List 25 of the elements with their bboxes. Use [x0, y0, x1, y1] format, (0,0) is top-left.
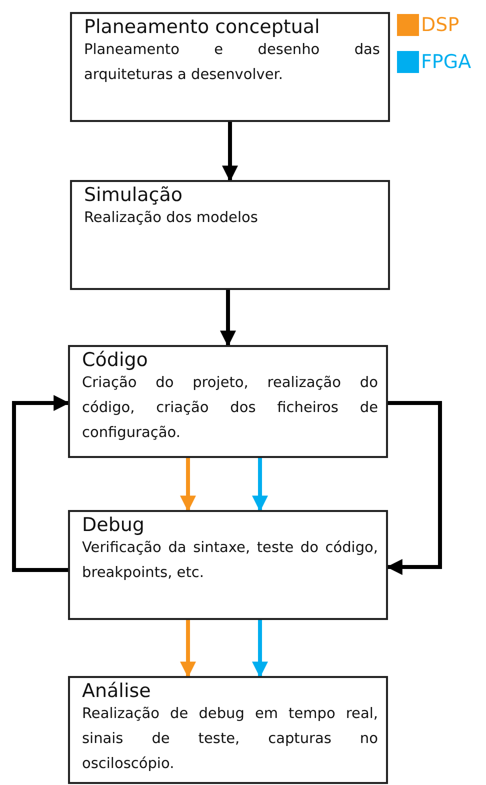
arrow	[180, 458, 196, 512]
legend-label: FPGA	[421, 51, 472, 73]
arrow	[252, 458, 268, 512]
process-box	[70, 180, 390, 290]
arrow	[386, 401, 442, 575]
box-heading: Simulação	[84, 184, 184, 206]
arrow	[222, 122, 238, 182]
legend-label: DSP	[421, 14, 460, 36]
box-description: Planeamento e desenho das arquiteturas a desenvolver.	[84, 41, 380, 85]
process-box	[68, 676, 388, 784]
arrow	[252, 620, 268, 678]
arrow	[12, 395, 70, 572]
process-box	[68, 510, 388, 620]
box-description: Realização de debug em tempo real, sinais de teste, capturas no osciloscópio.	[82, 705, 378, 774]
arrow	[180, 620, 196, 678]
process-box	[70, 12, 390, 122]
arrow	[220, 290, 236, 347]
process-box	[68, 345, 388, 458]
box-description: Realização dos modelos	[84, 209, 259, 228]
box-heading: Análise	[82, 680, 152, 702]
box-description: Verificação da sintaxe, teste do código, breakpoints, etc.	[82, 539, 378, 583]
box-heading: Código	[82, 349, 149, 371]
box-description: Criação do projeto, realização do código, criação dos ficheiros de configuração.	[82, 374, 378, 443]
box-heading: Planeamento conceptual	[84, 16, 321, 38]
box-heading: Debug	[82, 514, 146, 536]
